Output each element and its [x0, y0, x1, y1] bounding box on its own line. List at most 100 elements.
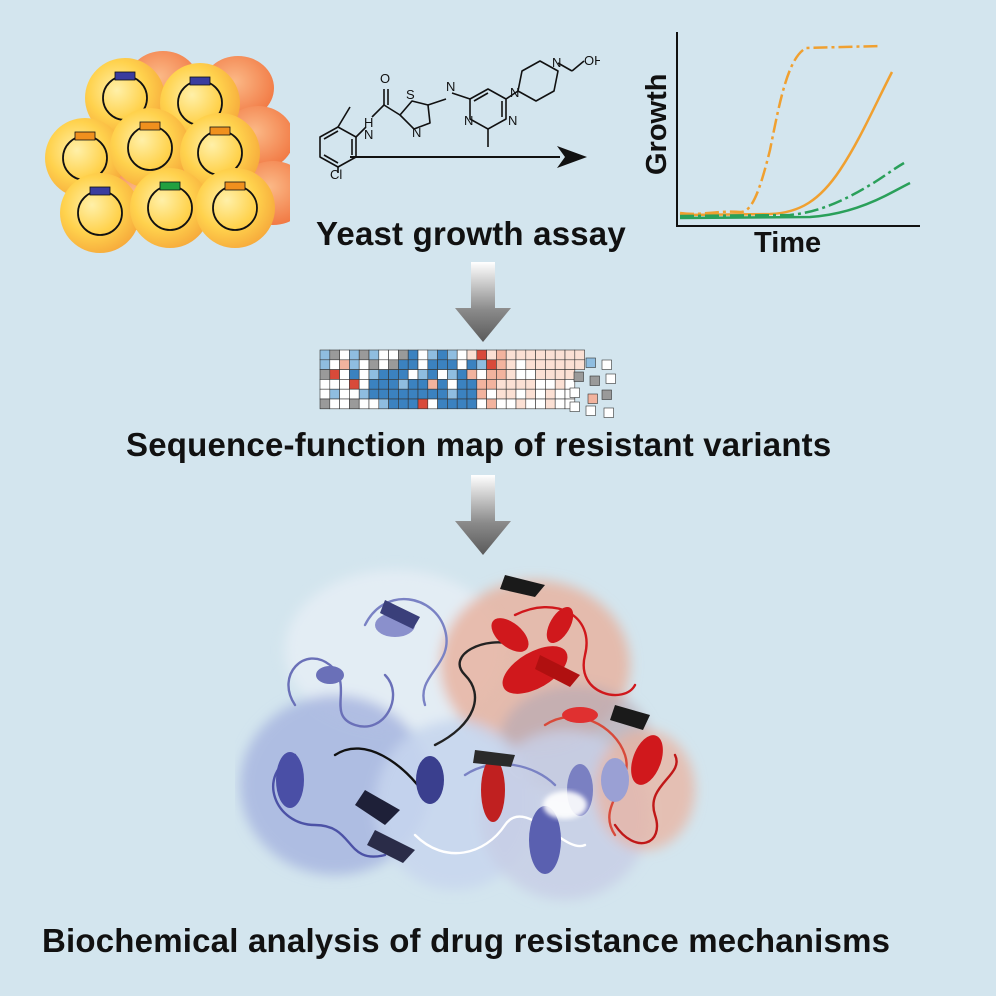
heatmap-cell	[349, 379, 360, 390]
heatmap-cell	[378, 369, 389, 380]
plasmid-insert	[209, 126, 231, 136]
heatmap-cell	[398, 359, 409, 370]
curve-orange-dashdot	[679, 44, 881, 216]
heatmap-cell	[329, 398, 340, 410]
heatmap-cell	[417, 349, 429, 361]
heatmap-cell	[515, 359, 527, 370]
protein-surface	[240, 570, 695, 900]
atom-label: N	[552, 55, 561, 70]
heatmap-cell	[417, 388, 429, 400]
atom-label: Cl	[330, 167, 342, 180]
heatmap-cell	[398, 369, 409, 380]
heatmap-cell	[427, 349, 438, 361]
heatmap-cell	[447, 359, 458, 370]
heatmap-cell	[427, 369, 438, 380]
heatmap-cell	[505, 388, 517, 400]
yeast-cell	[60, 173, 140, 253]
heatmap-cell	[388, 398, 399, 410]
helix-red	[481, 606, 663, 822]
heatmap-cell	[486, 379, 497, 390]
heatmap-cell	[486, 349, 497, 361]
heatmap-cell	[564, 359, 576, 370]
heatmap-cell	[319, 379, 331, 390]
sequence-function-heatmap	[319, 349, 616, 418]
heatmap-cell	[525, 379, 536, 390]
heatmap-cell	[368, 349, 380, 361]
heatmap-cell	[378, 359, 389, 370]
plasmid-insert	[224, 181, 246, 191]
heatmap-cell	[486, 398, 497, 410]
heatmap-cell	[476, 379, 487, 390]
heatmap-cell	[554, 379, 566, 390]
heatmap-cell	[358, 369, 370, 380]
heatmap-scatter-cell	[585, 405, 596, 416]
heatmap-cell	[554, 359, 566, 370]
heatmap-cell	[319, 398, 331, 410]
yeast-cells-illustration	[45, 51, 290, 253]
heatmap-cell	[515, 398, 527, 410]
heatmap-cell	[417, 398, 429, 410]
heatmap-cell	[535, 388, 546, 400]
heatmap-cell	[554, 369, 566, 380]
beta-sheets	[355, 575, 650, 863]
heatmap-cell	[447, 388, 458, 400]
heatmap-cell	[466, 398, 478, 410]
heatmap-cell	[496, 379, 507, 390]
heatmap-cell	[349, 349, 360, 361]
heatmap-cell	[466, 369, 478, 380]
heatmap-cell	[447, 379, 458, 390]
heatmap-cell	[515, 388, 527, 400]
helix-white	[543, 791, 587, 819]
heatmap-cell	[388, 359, 399, 370]
chart-x-label: Time	[754, 227, 821, 259]
heatmap-cell	[388, 388, 399, 400]
heatmap-cell	[525, 369, 536, 380]
heatmap-cell	[407, 388, 419, 400]
heatmap-cell	[505, 359, 517, 370]
heatmap-cell	[574, 349, 585, 361]
heatmap-cell	[515, 369, 527, 380]
heatmap-cell	[427, 359, 438, 370]
heatmap-cell	[407, 369, 419, 380]
methyl-bond	[337, 106, 351, 128]
atom-label: OH	[584, 55, 600, 68]
heatmap-cell	[349, 388, 360, 400]
heatmap-scatter-cell	[601, 359, 612, 370]
down-arrow-2	[455, 475, 511, 555]
heatmap-cell	[339, 349, 350, 361]
heatmap-cell	[505, 398, 517, 410]
heatmap-cell	[466, 349, 478, 361]
heatmap-cell	[407, 359, 419, 370]
heatmap-cell	[447, 369, 458, 380]
heatmap-cell	[564, 349, 576, 361]
heatmap-cell	[358, 398, 370, 410]
heatmap-cell	[486, 369, 497, 380]
caption-yeast-growth-assay: Yeast growth assay	[316, 215, 626, 252]
heatmap-cell	[329, 369, 340, 380]
heatmap-scatter-cell	[569, 387, 580, 398]
heatmap-cell	[456, 379, 468, 390]
heatmap-cell	[339, 388, 350, 400]
heatmap-cell	[486, 359, 497, 370]
heatmap-cell	[378, 398, 389, 410]
heatmap-cell	[378, 379, 389, 390]
heatmap-cell	[496, 369, 507, 380]
heatmap-cell	[358, 349, 370, 361]
heatmap-cell	[505, 369, 517, 380]
heatmap-cell	[535, 398, 546, 410]
heatmap-cell	[535, 369, 546, 380]
heatmap-cell	[319, 359, 331, 370]
heatmap-cell	[427, 388, 438, 400]
heatmap-cell	[545, 349, 556, 361]
plasmid-insert	[159, 181, 181, 191]
heatmap-cell	[398, 349, 409, 361]
growth-curve-chart: Growth Time	[641, 32, 920, 259]
heatmap-cell	[535, 349, 546, 361]
heatmap-cell	[378, 349, 389, 361]
down-arrow-1	[455, 262, 511, 342]
plasmid-insert	[189, 76, 211, 86]
heatmap-cell	[398, 398, 409, 410]
atom-label: N	[508, 113, 517, 128]
atom-label: N	[364, 127, 373, 142]
heatmap-cell	[515, 379, 527, 390]
